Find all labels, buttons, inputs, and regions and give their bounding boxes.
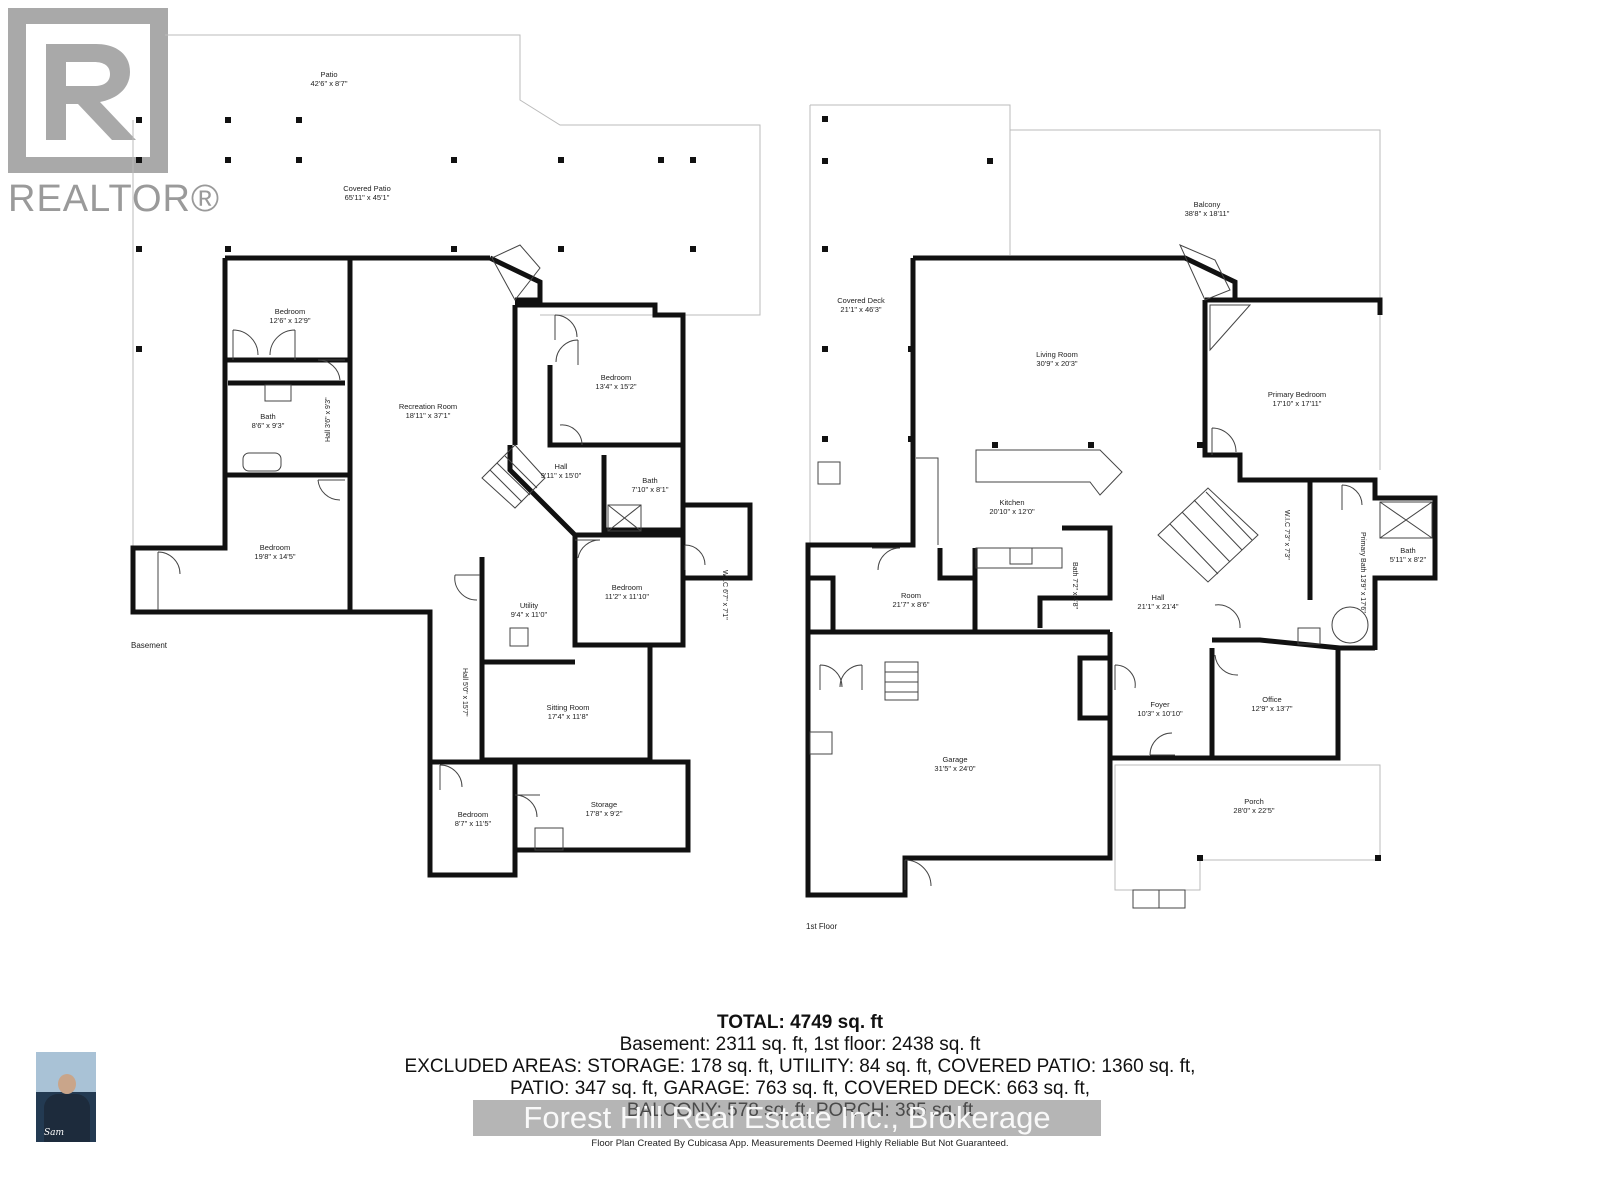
basement-walls <box>130 255 753 878</box>
room-label-bath-vertical: Bath 7'2" x 4'8" <box>1071 562 1078 609</box>
agent-signature: Sam <box>44 1128 65 1138</box>
realtor-logo: REALTOR® <box>8 8 219 223</box>
balcony-outline <box>810 104 1381 470</box>
floor-label-first-floor: 1st Floor <box>806 922 838 931</box>
realtor-logo-text: REALTOR® <box>8 178 220 220</box>
room-label-hall-vertical: Hall 3'6" x 9'3" <box>325 397 332 442</box>
room-label-primary-bath-vertical: Primary Bath 13'9" x 17'6" <box>1359 532 1366 613</box>
summary-line: EXCLUDED AREAS: STORAGE: 178 sq. ft, UTI… <box>404 1056 1196 1077</box>
floor-label-basement: Basement <box>131 641 168 650</box>
floor-plan-credit: Floor Plan Created By Cubicasa App. Meas… <box>591 1138 1009 1149</box>
room-label-wic-vertical: W.I.C 7'3" x 7'3" <box>1283 510 1290 560</box>
porch-outline <box>1114 764 1381 891</box>
covered-patio-outline <box>165 34 761 316</box>
realtor-logo-mark <box>8 8 168 173</box>
patio-posts <box>136 116 1381 861</box>
agent-photo: Sam <box>36 1052 96 1142</box>
summary-line: PATIO: 347 sq. ft, GARAGE: 763 sq. ft, C… <box>509 1078 1091 1099</box>
brokerage-watermark: Forest Hill Real Estate Inc., Brokerage <box>473 1100 1101 1136</box>
room-label-hall-vertical: Hall 5'0" x 15'7" <box>461 668 468 717</box>
first-floor-walls <box>805 255 1438 898</box>
summary-line: Basement: 2311 sq. ft, 1st floor: 2438 s… <box>619 1034 981 1055</box>
room-label-wic-vertical: W.I.C 6'7" x 7'1" <box>721 570 728 620</box>
total-area: TOTAL: 4749 sq. ft <box>716 1012 884 1033</box>
